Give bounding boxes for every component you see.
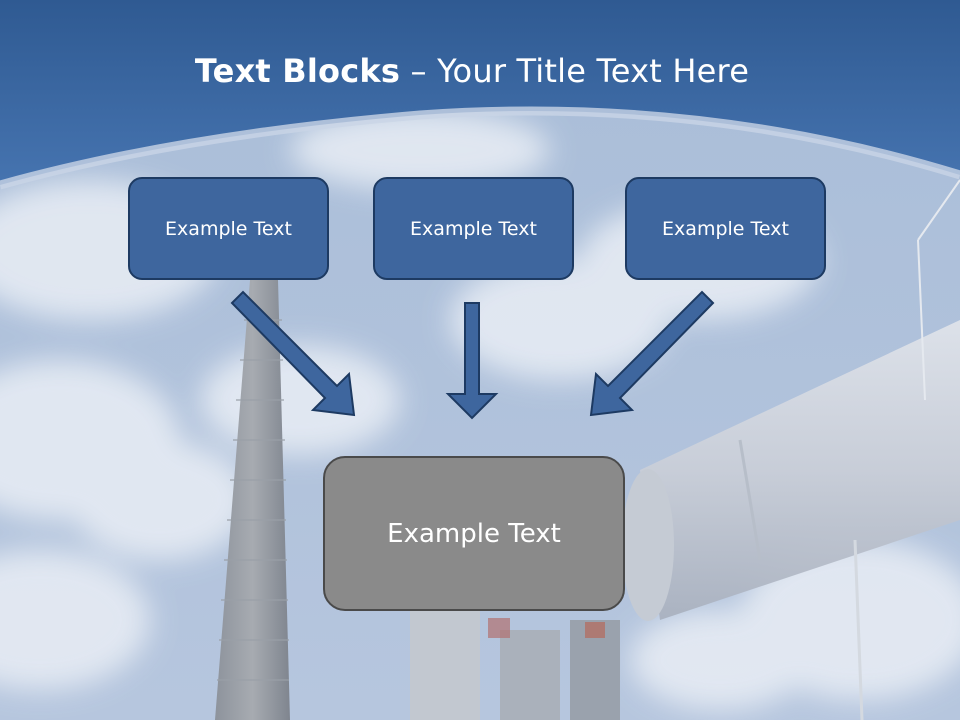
- result-block[interactable]: Example Text: [323, 456, 625, 611]
- arrow-center: [445, 302, 499, 420]
- text-block-2-label: Example Text: [410, 217, 537, 240]
- title-separator: –: [400, 52, 438, 90]
- result-block-label: Example Text: [387, 518, 561, 549]
- text-block-1[interactable]: Example Text: [128, 177, 329, 280]
- text-block-3-label: Example Text: [662, 217, 789, 240]
- text-block-3[interactable]: Example Text: [625, 177, 826, 280]
- title-rest: Your Title Text Here: [437, 52, 750, 90]
- text-block-2[interactable]: Example Text: [373, 177, 574, 280]
- page-title: Text Blocks – Your Title Text Here: [0, 52, 944, 90]
- text-block-1-label: Example Text: [165, 217, 292, 240]
- arrow-right: [589, 290, 715, 417]
- title-bold: Text Blocks: [194, 52, 401, 90]
- arrow-left: [230, 290, 356, 417]
